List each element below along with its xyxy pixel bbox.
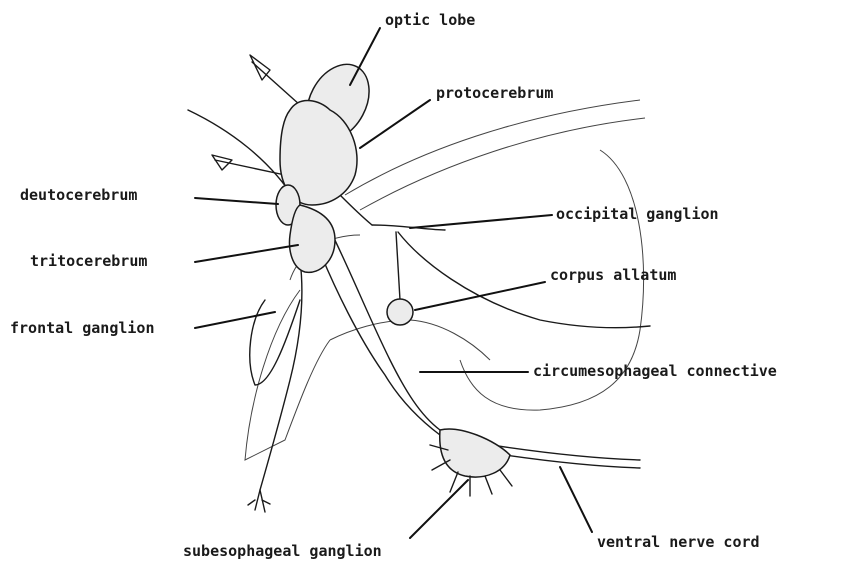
organ-shapes bbox=[212, 54, 510, 477]
label-optic-lobe: optic lobe bbox=[385, 11, 475, 29]
leader-lines bbox=[195, 28, 592, 538]
label-subesophageal-ganglion: subesophageal ganglion bbox=[183, 542, 382, 560]
label-corpus-allatum: corpus allatum bbox=[550, 266, 676, 284]
label-frontal-ganglion: frontal ganglion bbox=[10, 319, 155, 337]
label-protocerebrum: protocerebrum bbox=[436, 84, 553, 102]
label-occipital-ganglion: occipital ganglion bbox=[556, 205, 719, 223]
label-tritocerebrum: tritocerebrum bbox=[30, 252, 147, 270]
nerve-branches bbox=[188, 62, 650, 512]
corpus-allatum-shape bbox=[387, 299, 413, 325]
diagram-labels: optic lobe protocerebrum deutocerebrum t… bbox=[10, 11, 777, 560]
label-circumesophageal-connective: circumesophageal connective bbox=[533, 362, 777, 380]
label-deutocerebrum: deutocerebrum bbox=[20, 186, 137, 204]
label-ventral-nerve-cord: ventral nerve cord bbox=[597, 533, 760, 551]
tritocerebrum-shape bbox=[290, 205, 335, 272]
